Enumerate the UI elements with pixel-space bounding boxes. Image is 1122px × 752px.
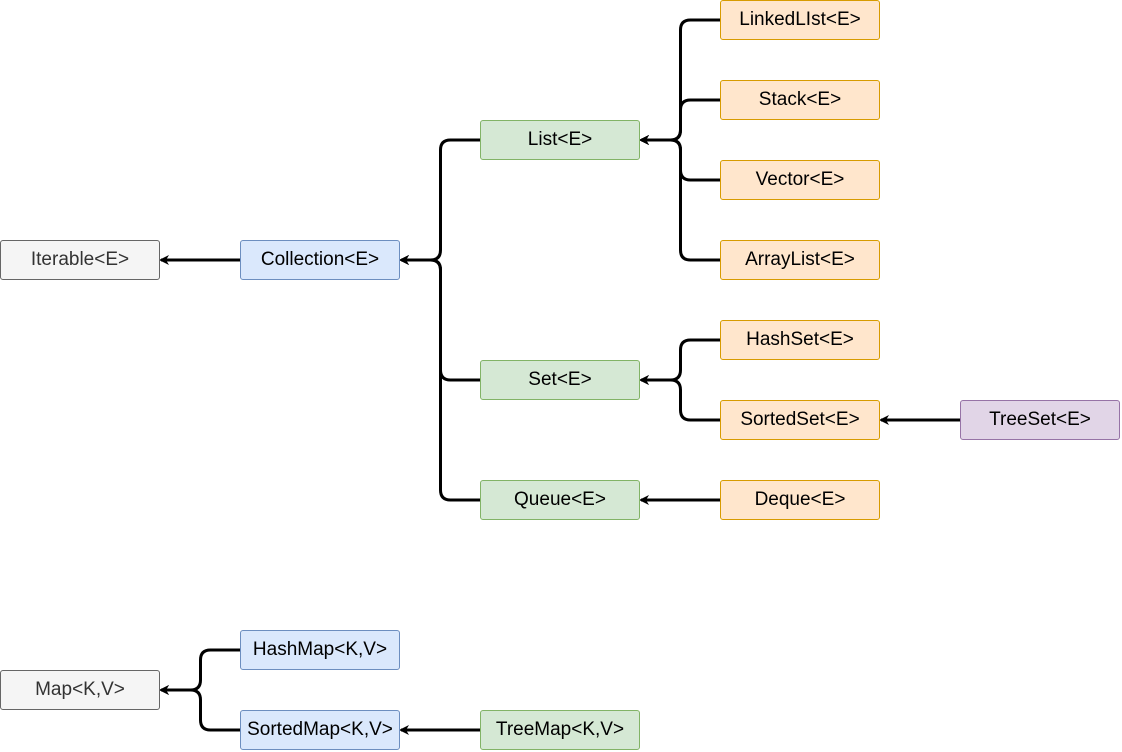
edge-arraylist-to-list [639,135,720,262]
edge-stack-to-list [639,98,720,145]
edge-sortedmap-to-map [159,685,240,732]
linkedlist-node: LinkedLIst<E> [720,0,880,40]
hashmap-node: HashMap<K,V> [240,630,400,670]
collection-node: Collection<E> [240,240,400,280]
iterable-node: Iterable<E> [0,240,160,280]
arraylist-node: ArrayList<E> [720,240,880,280]
edge-hashset-to-set [639,338,720,385]
edge-list-to-collection [399,138,480,265]
sortedmap-node: SortedMap<K,V> [240,710,400,750]
list-node: List<E> [480,120,640,160]
edge-queue-to-collection [399,255,480,502]
set-node: Set<E> [480,360,640,400]
treeset-node: TreeSet<E> [960,400,1120,440]
edge-hashmap-to-map [159,648,240,695]
stack-node: Stack<E> [720,80,880,120]
treemap-node: TreeMap<K,V> [480,710,640,750]
edge-sortedset-to-set [639,375,720,422]
hashset-node: HashSet<E> [720,320,880,360]
sortedset-node: SortedSet<E> [720,400,880,440]
map-node: Map<K,V> [0,670,160,710]
vector-node: Vector<E> [720,160,880,200]
queue-node: Queue<E> [480,480,640,520]
deque-node: Deque<E> [720,480,880,520]
